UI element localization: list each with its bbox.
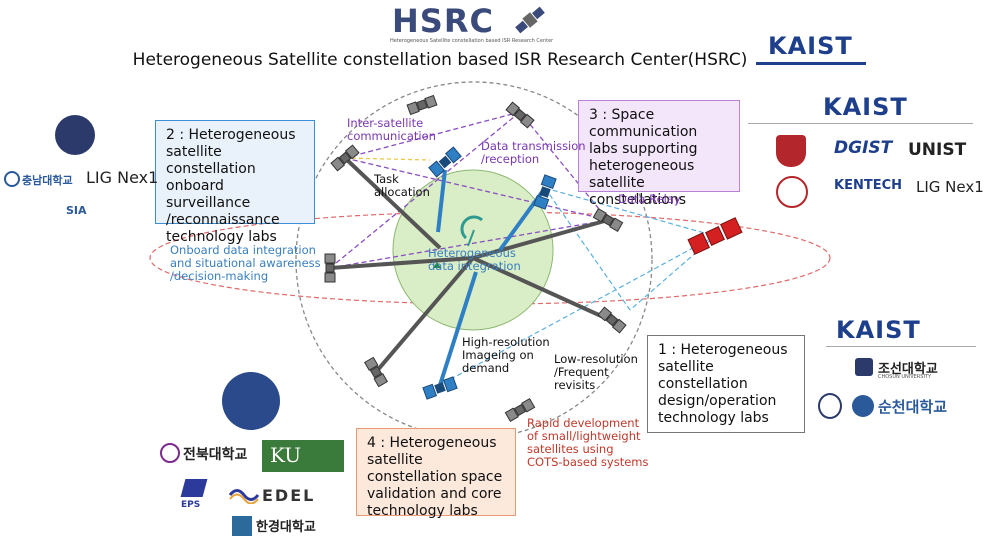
- satellite-logo-icon: [515, 6, 545, 34]
- edel-logo: EDEL: [262, 486, 316, 505]
- edel-mark-icon: [228, 489, 260, 504]
- kaist-logo-lab1: KAIST: [836, 316, 921, 344]
- ku-logo-bg: [262, 440, 344, 472]
- task-links: [329, 156, 611, 374]
- hknu-logo: 한경대학교: [256, 520, 316, 535]
- lab3-box: 3 : Space communication labs supporting …: [578, 100, 740, 208]
- relay-satellite: [687, 217, 743, 255]
- data-integration-circle: [392, 169, 554, 331]
- yellow-link: [344, 157, 431, 161]
- data-transmission-label: Data transmission/reception: [481, 139, 586, 166]
- cnu-logo: 충남대학교: [22, 174, 73, 187]
- hknu-seal-icon: [232, 516, 252, 536]
- hsrc-logo-subtitle: Heterogeneous Satellite constellation ba…: [390, 38, 554, 44]
- lab1-divider: [826, 346, 976, 347]
- lab1-box: 1 : Heterogeneous satellite constellatio…: [647, 335, 805, 433]
- korea-univ-seal-icon: [776, 135, 806, 167]
- lab2-box: 2 : Heterogeneous satellite constellatio…: [155, 120, 315, 245]
- jbnu-seal-icon: [160, 443, 180, 463]
- chosun-logo: 조선대학교: [878, 362, 938, 377]
- chosun-logo-en: CHOSUN UNIVERSITY: [878, 374, 932, 380]
- kaist-logo-top: KAIST: [768, 32, 853, 60]
- blue-satellites: [422, 146, 557, 400]
- lig-logo-right: LIG Nex1: [916, 178, 984, 196]
- kaist-underline: [756, 62, 866, 65]
- cnu-seal-icon: [4, 171, 20, 187]
- hsrc-logo: HSRC: [392, 2, 494, 40]
- ground-point-icon: [433, 262, 441, 268]
- aerospace-univ-seal-icon: [222, 372, 280, 430]
- gray-satellites: [324, 94, 627, 423]
- outer-orbit: [295, 81, 653, 439]
- ku-logo: KU: [270, 443, 302, 467]
- kaist-logo-lab3: KAIST: [823, 93, 908, 121]
- sia-logo: SIA: [66, 204, 87, 217]
- univ-seal-icon: [818, 393, 842, 419]
- dgist-logo: DGIST: [834, 138, 893, 158]
- kentech-logo: KENTECH: [834, 178, 903, 193]
- unist-logo: UNIST: [908, 140, 967, 160]
- jbnu-logo: 전북대학교: [183, 447, 248, 463]
- lab3-divider: [748, 123, 973, 124]
- page-title: Heterogeneous Satellite constellation ba…: [132, 50, 748, 70]
- data-relay-label: Data Relay: [618, 192, 681, 206]
- lab4-box: 4 : Heterogeneous satellite constellatio…: [356, 428, 516, 519]
- suncheon-seal-icon: [852, 395, 874, 417]
- ground-station-icon: [460, 215, 483, 247]
- chosun-seal-icon: [855, 358, 873, 376]
- eps-logo: EPS: [181, 500, 201, 510]
- yonsei-seal-icon: [776, 176, 808, 208]
- lig-logo-left: LIG Nex1: [86, 168, 159, 187]
- snu-seal-icon: [55, 115, 95, 155]
- suncheon-logo: 순천대학교: [878, 398, 948, 416]
